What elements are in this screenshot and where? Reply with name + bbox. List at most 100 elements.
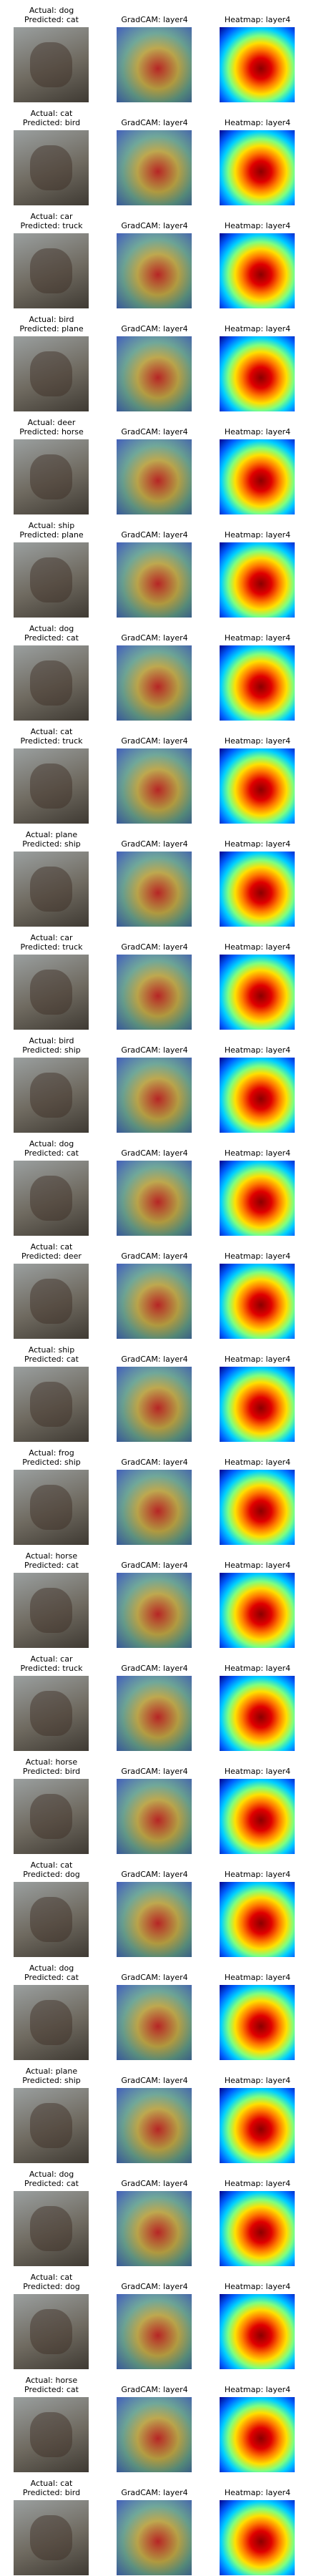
gradcam-title: GradCAM: layer4 [121, 1458, 188, 1467]
gradcam-title: GradCAM: layer4 [121, 736, 188, 746]
gradcam-title: GradCAM: layer4 [121, 633, 188, 643]
gradcam-title: GradCAM: layer4 [121, 530, 188, 540]
input-image [14, 27, 89, 102]
heatmap-image [220, 2397, 295, 2472]
predicted-label: Predicted: truck [20, 221, 83, 230]
predicted-label: Predicted: cat [24, 2385, 79, 2394]
gradcam-title: GradCAM: layer4 [121, 1045, 188, 1055]
heatmap-image [220, 1676, 295, 1751]
heatmap-title: Heatmap: layer4 [224, 1973, 291, 1982]
heatmap-image [220, 2500, 295, 2575]
gradcam-overlay-image [117, 542, 192, 618]
actual-label: Actual: horse [25, 1551, 78, 1561]
predicted-label: Predicted: truck [20, 942, 83, 952]
heatmap-title: Heatmap: layer4 [224, 736, 291, 746]
gradcam-overlay-image [117, 2500, 192, 2575]
actual-label: Actual: deer [27, 418, 76, 427]
gradcam-overlay-image [117, 1985, 192, 2060]
actual-label: Actual: dog [29, 1139, 74, 1148]
input-image [14, 233, 89, 308]
gradcam-title: GradCAM: layer4 [121, 1973, 188, 1982]
heatmap-image [220, 955, 295, 1030]
input-image [14, 1573, 89, 1648]
gradcam-overlay-image [117, 852, 192, 927]
actual-label: Actual: cat [30, 727, 73, 736]
gradcam-overlay-image [117, 748, 192, 824]
actual-label: Actual: dog [29, 624, 74, 633]
gradcam-overlay-image [117, 1161, 192, 1236]
heatmap-image [220, 542, 295, 618]
input-image [14, 1882, 89, 1957]
input-image [14, 1058, 89, 1133]
gradcam-overlay-image [117, 2191, 192, 2266]
heatmap-title: Heatmap: layer4 [224, 942, 291, 952]
predicted-label: Predicted: horse [19, 427, 84, 436]
heatmap-title: Heatmap: layer4 [224, 324, 291, 333]
predicted-label: Predicted: cat [24, 1561, 79, 1570]
actual-label: Actual: cat [30, 1242, 73, 1252]
input-image [14, 130, 89, 205]
gradcam-title: GradCAM: layer4 [121, 2076, 188, 2085]
heatmap-image [220, 130, 295, 205]
heatmap-image [220, 27, 295, 102]
actual-label: Actual: cat [30, 109, 73, 118]
gradcam-overlay-image [117, 955, 192, 1030]
predicted-label: Predicted: cat [24, 1355, 79, 1364]
heatmap-title: Heatmap: layer4 [224, 1148, 291, 1158]
gradcam-overlay-image [117, 233, 192, 308]
heatmap-image [220, 1161, 295, 1236]
actual-label: Actual: cat [30, 2273, 73, 2282]
predicted-label: Predicted: bird [22, 1767, 81, 1776]
heatmap-image [220, 233, 295, 308]
actual-label: Actual: plane [25, 2067, 78, 2076]
input-image [14, 1779, 89, 1854]
input-image [14, 2397, 89, 2472]
actual-label: Actual: frog [29, 1448, 74, 1458]
gradcam-overlay-image [117, 1264, 192, 1339]
actual-label: Actual: cat [30, 2479, 73, 2488]
heatmap-title: Heatmap: layer4 [224, 1045, 291, 1055]
heatmap-image [220, 645, 295, 721]
predicted-label: Predicted: truck [20, 736, 83, 746]
predicted-label: Predicted: bird [22, 2488, 81, 2497]
heatmap-image [220, 1779, 295, 1854]
heatmap-image [220, 439, 295, 514]
actual-label: Actual: ship [28, 1345, 75, 1355]
heatmap-title: Heatmap: layer4 [224, 427, 291, 436]
gradcam-title: GradCAM: layer4 [121, 1767, 188, 1776]
actual-label: Actual: dog [29, 2170, 74, 2179]
gradcam-overlay-image [117, 439, 192, 514]
heatmap-image [220, 1058, 295, 1133]
predicted-label: Predicted: cat [24, 2179, 79, 2188]
heatmap-image [220, 1882, 295, 1957]
actual-label: Actual: car [30, 933, 73, 942]
gradcam-overlay-image [117, 27, 192, 102]
actual-label: Actual: cat [30, 1860, 73, 1870]
gradcam-title: GradCAM: layer4 [121, 118, 188, 127]
gradcam-title: GradCAM: layer4 [121, 324, 188, 333]
heatmap-title: Heatmap: layer4 [224, 1870, 291, 1879]
actual-label: Actual: horse [25, 2376, 78, 2385]
gradcam-title: GradCAM: layer4 [121, 1561, 188, 1570]
input-image [14, 645, 89, 721]
predicted-label: Predicted: plane [19, 324, 84, 333]
heatmap-title: Heatmap: layer4 [224, 633, 291, 643]
predicted-label: Predicted: plane [19, 530, 84, 540]
heatmap-image [220, 1367, 295, 1442]
gradcam-overlay-image [117, 2294, 192, 2369]
heatmap-title: Heatmap: layer4 [224, 2179, 291, 2188]
predicted-label: Predicted: dog [23, 1870, 80, 1879]
input-image [14, 1264, 89, 1339]
gradcam-overlay-image [117, 2397, 192, 2472]
